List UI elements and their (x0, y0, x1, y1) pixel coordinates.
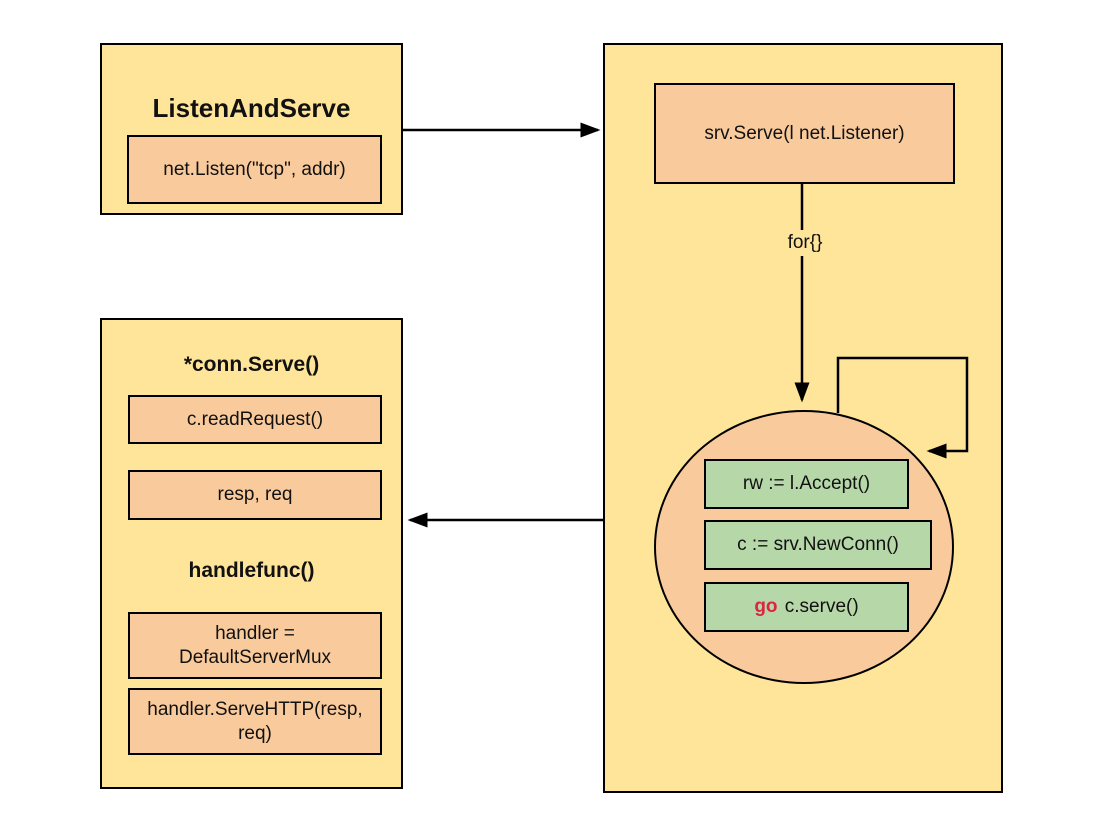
resp-req-node: resp, req (128, 470, 382, 520)
conn-serve-panel: *conn.Serve() c.readRequest() resp, req … (100, 318, 403, 789)
server-loop-panel: srv.Serve(l net.Listener) for{} rw := l.… (603, 43, 1003, 793)
listen-and-serve-title: ListenAndServe (152, 93, 351, 123)
go-keyword: go (754, 596, 778, 617)
srv-serve-node: srv.Serve(l net.Listener) (654, 83, 955, 184)
new-conn-step: c := srv.NewConn() (704, 520, 932, 570)
accept-step: rw := l.Accept() (704, 459, 909, 509)
for-loop-label: for{} (773, 230, 837, 256)
handler-assign-node: handler = DefaultServerMux (128, 612, 382, 679)
listen-and-serve-panel: ListenAndServe net.Listen("tcp", addr) (100, 43, 403, 215)
go-serve-step: go c.serve() (704, 582, 909, 632)
handlefunc-title: handlefunc() (188, 559, 315, 582)
serve-http-node: handler.ServeHTTP(resp, req) (128, 688, 382, 755)
net-listen-node: net.Listen("tcp", addr) (127, 135, 382, 204)
conn-serve-title: *conn.Serve() (183, 353, 320, 376)
go-serve-call: c.serve() (784, 596, 859, 617)
read-request-node: c.readRequest() (128, 395, 382, 444)
